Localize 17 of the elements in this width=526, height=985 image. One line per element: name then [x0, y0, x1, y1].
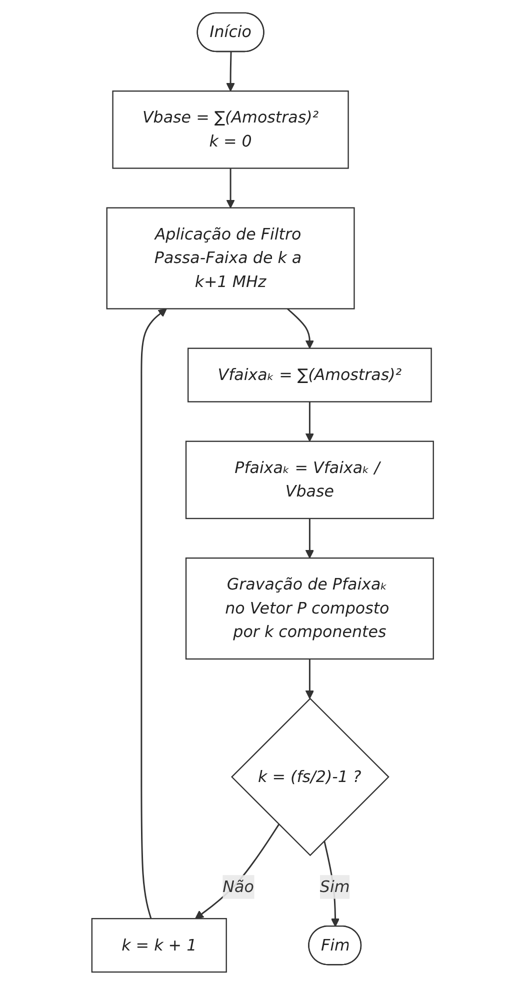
node-box: Vbase = ∑(Amostras)² k = 0	[112, 90, 350, 169]
arrow	[306, 402, 314, 442]
node-box: Aplicação de Filtro Passa-Faixa de k a k+1 MHz	[106, 207, 356, 310]
arrow	[226, 168, 236, 208]
arrow	[195, 824, 280, 920]
arrow	[226, 52, 236, 92]
arrow	[306, 518, 314, 558]
node-box: Vfaixaₖ = ∑(Amostras)²	[188, 348, 432, 402]
arrow	[141, 308, 168, 919]
node-diamond: k = (fs/2)-1 ?	[231, 698, 390, 856]
edge-label: Sim	[320, 877, 350, 896]
node-box: k = k + 1	[92, 918, 228, 973]
node-box: Pfaixaₖ = Vfaixaₖ / Vbase	[186, 440, 434, 520]
arrow	[306, 659, 314, 699]
arrow	[287, 308, 314, 349]
node-box: Gravação de Pfaixaₖ no Vetor P composto por k componentes	[186, 558, 434, 660]
edge-label: Não	[223, 877, 254, 896]
